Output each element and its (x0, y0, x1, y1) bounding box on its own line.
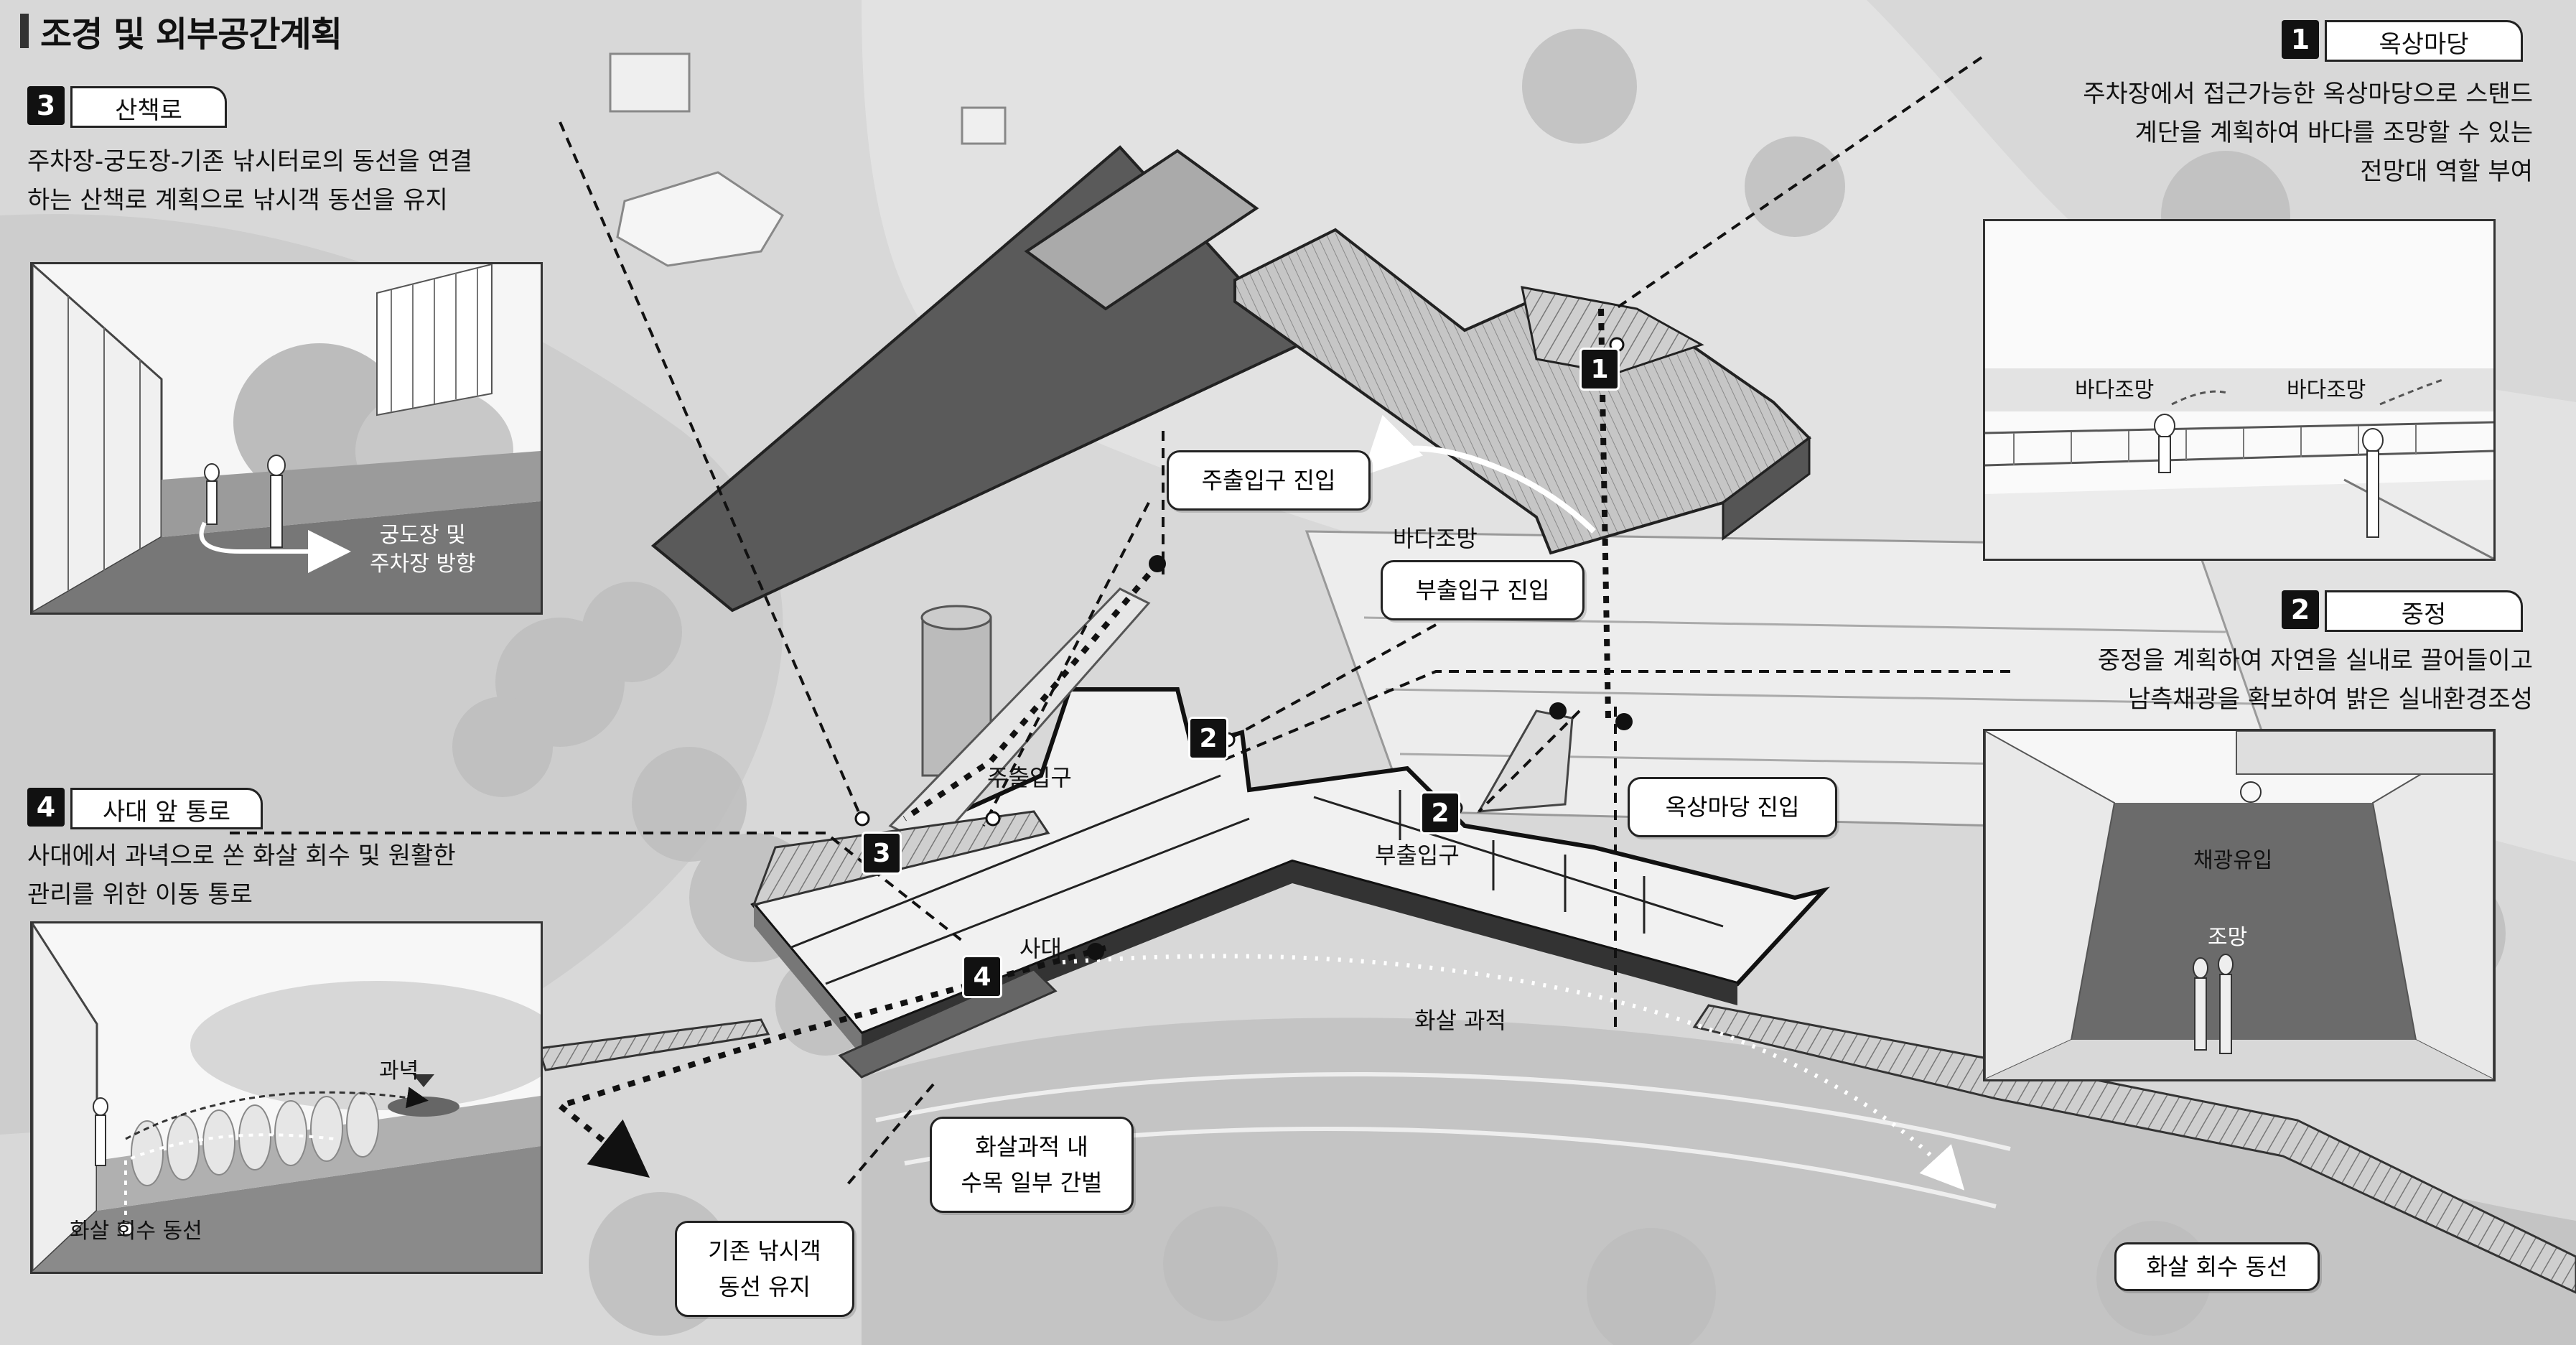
courtyard-sketch (1985, 731, 2493, 1079)
badge-rooftop: 1 (1579, 348, 1620, 391)
desc-line: 주차장에서 접근가능한 옥상마당으로 스탠드 (2083, 80, 2533, 108)
badge-walkway: 3 (862, 832, 902, 875)
photo-walkway: 궁도장 및 주차장 방향 (30, 262, 543, 615)
target-path-sketch (32, 923, 541, 1272)
section-1-header: 1 옥상마당 (2282, 20, 2523, 62)
photo-label-return-path: 화살 회수 동선 (70, 1219, 202, 1244)
section-3-description: 주차장-궁도장-기존 낚시터로의 동선을 연결 하는 산책로 계획으로 낚시객 … (27, 142, 472, 220)
callout-sub-entry: 부출입구 진입 (1381, 560, 1585, 620)
section-2-header: 2 중정 (2282, 590, 2523, 632)
callout-line: 화살과적 내 (975, 1133, 1088, 1160)
section-4-header: 4 사대 앞 통로 (27, 788, 263, 829)
callout-main-entry: 주출입구 진입 (1167, 450, 1371, 511)
photo-rooftop: 바다조망 바다조망 (1983, 219, 2496, 561)
section-1-description: 주차장에서 접근가능한 옥상마당으로 스탠드 계단을 계획하여 바다를 조망할 … (2083, 75, 2533, 191)
page-title: 조경 및 외부공간계획 (20, 6, 342, 56)
desc-line: 전망대 역할 부여 (2360, 157, 2533, 186)
label-main-door: 주출입구 (987, 764, 1072, 791)
photo-label-sea-view: 바다조망 (2075, 378, 2155, 403)
desc-line: 중정을 계획하여 자연을 실내로 끌어들이고 (2097, 646, 2533, 675)
desc-line: 관리를 위한 이동 통로 (27, 880, 253, 909)
badge-courtyard: 2 (1188, 717, 1228, 760)
section-2-description: 중정을 계획하여 자연을 실내로 끌어들이고 남측채광을 확보하여 밝은 실내환… (2098, 641, 2533, 719)
section-name: 옥상마당 (2325, 20, 2523, 62)
photo-target-path: 과녁 화살 회수 동선 (30, 921, 543, 1274)
badge-target-path: 4 (962, 955, 1002, 998)
photo-label-target: 과녁 (379, 1058, 419, 1084)
label-sub-door: 부출입구 (1375, 842, 1460, 869)
photo-label-sea-view: 바다조망 (2287, 378, 2366, 403)
label-arrow-trajectory: 화살 과적 (1414, 1007, 1506, 1034)
walkway-sketch (32, 264, 541, 613)
title-bar-icon (20, 14, 29, 48)
section-name: 중정 (2325, 590, 2523, 632)
photo-label-line: 궁도장 및 (379, 523, 466, 548)
photo-courtyard: 채광유입 조망 (1983, 729, 2496, 1081)
label-shooting-line: 사대 (1019, 935, 1062, 962)
callout-line: 수목 일부 간벌 (961, 1169, 1103, 1196)
photo-label-direction: 궁도장 및 주차장 방향 (370, 521, 476, 579)
label-sea-view: 바다조망 (1393, 525, 1478, 552)
section-name: 산책로 (70, 86, 227, 128)
photo-label-line: 주차장 방향 (370, 552, 476, 577)
section-number: 3 (27, 86, 65, 125)
section-number: 1 (2282, 20, 2319, 59)
badge-courtyard: 2 (1420, 791, 1460, 834)
desc-line: 계단을 계획하여 바다를 조망할 수 있는 (2134, 118, 2533, 147)
photo-label-light-inflow: 채광유입 (2193, 848, 2273, 873)
photo-label-view: 조망 (2208, 925, 2248, 950)
section-number: 2 (2282, 590, 2319, 629)
section-number: 4 (27, 788, 65, 827)
rooftop-sketch (1985, 221, 2493, 559)
title-text: 조경 및 외부공간계획 (40, 14, 342, 55)
desc-line: 하는 산책로 계획으로 낚시객 동선을 유지 (27, 186, 448, 215)
callout-arrow-return: 화살 회수 동선 (2114, 1242, 2320, 1291)
desc-line: 사대에서 과녁으로 쏜 화살 회수 및 원활한 (27, 842, 456, 870)
desc-line: 남측채광을 확보하여 밝은 실내환경조성 (2127, 685, 2533, 714)
desc-line: 주차장-궁도장-기존 낚시터로의 동선을 연결 (27, 147, 472, 176)
callout-line: 기존 낚시객 (708, 1237, 821, 1265)
callout-tree-thinning: 화살과적 내 수목 일부 간벌 (930, 1117, 1134, 1213)
section-name: 사대 앞 통로 (70, 788, 263, 829)
callout-roof-entry: 옥상마당 진입 (1628, 777, 1837, 837)
section-4-description: 사대에서 과녁으로 쏜 화살 회수 및 원활한 관리를 위한 이동 통로 (27, 837, 456, 914)
callout-angler-path: 기존 낚시객 동선 유지 (675, 1221, 854, 1317)
callout-line: 동선 유지 (719, 1273, 811, 1300)
section-3-header: 3 산책로 (27, 86, 227, 128)
